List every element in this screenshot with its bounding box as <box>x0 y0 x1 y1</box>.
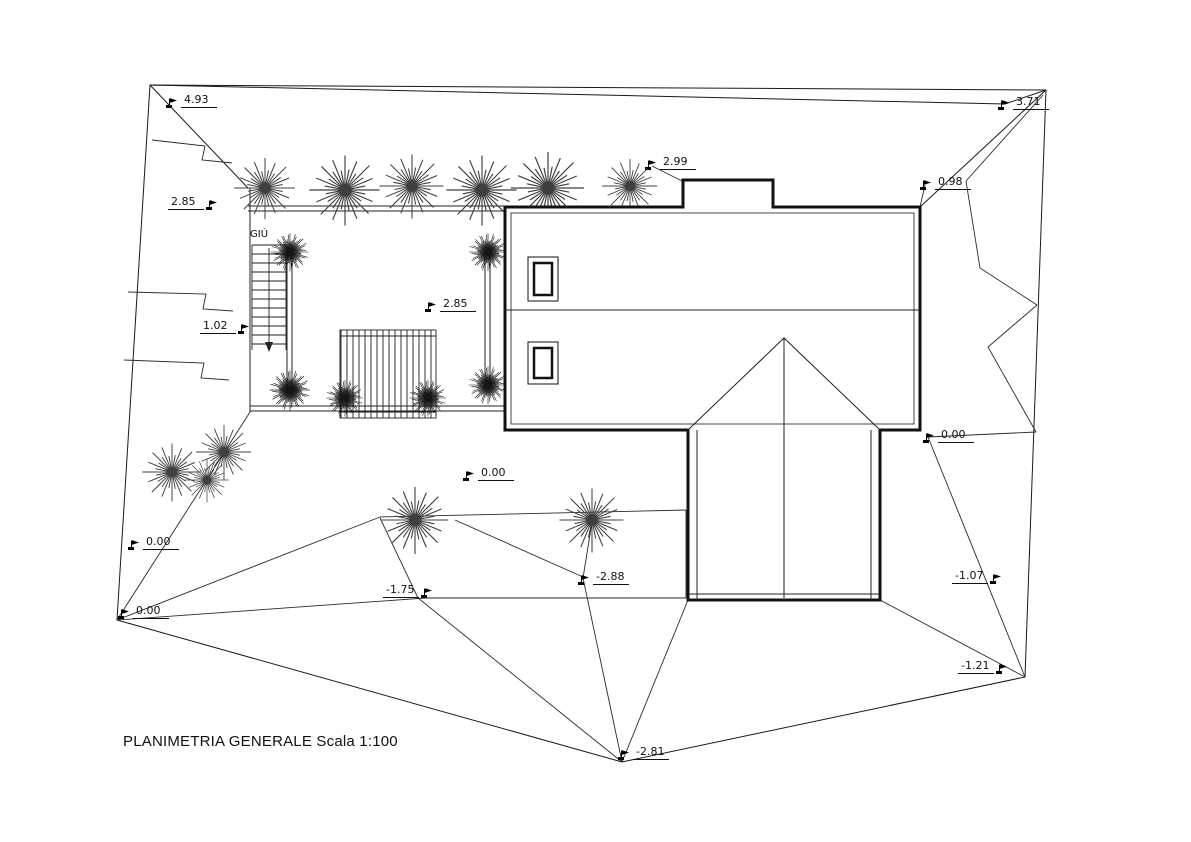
benchmark-flag-icon <box>923 433 934 443</box>
spot-elevation-marker-2: 3.71 <box>998 86 1049 110</box>
benchmark-flag-icon <box>118 609 129 619</box>
benchmark-flag-icon <box>990 574 1001 584</box>
spot-elevation-marker-11: 0.00 <box>118 595 169 619</box>
benchmark-flag-icon <box>578 575 589 585</box>
benchmark-flag-icon <box>238 324 249 334</box>
building-outline <box>503 178 922 602</box>
elevation-value: 2.99 <box>660 155 696 170</box>
terrace-lines <box>116 509 687 621</box>
spot-elevation-marker-10: 0.00 <box>128 526 179 550</box>
benchmark-flag-icon <box>645 160 656 170</box>
stair-run <box>251 244 287 352</box>
benchmark-flag-icon <box>421 588 432 598</box>
benchmark-flag-icon <box>128 540 139 550</box>
benchmark-flag-icon <box>463 471 474 481</box>
elevation-value: 0.00 <box>478 466 514 481</box>
spot-elevation-marker-1: 4.93 <box>166 84 217 108</box>
spot-elevation-marker-16: -2.81 <box>618 736 669 760</box>
spot-elevation-marker-5: 0.98 <box>920 166 971 190</box>
benchmark-flag-icon <box>166 98 177 108</box>
spot-elevation-marker-9: 0.00 <box>463 457 514 481</box>
benchmark-flag-icon <box>998 100 1009 110</box>
pergola-trellis <box>339 329 437 419</box>
spot-elevation-marker-13: -2.88 <box>578 561 629 585</box>
elevation-value: 2.85 <box>168 195 204 210</box>
benchmark-flag-icon <box>206 200 217 210</box>
roof-lines <box>505 309 920 600</box>
drawing-title: PLANIMETRIA GENERALE Scala 1:100 <box>123 733 398 750</box>
benchmark-flag-icon <box>618 750 629 760</box>
elevation-value: 0.98 <box>935 175 971 190</box>
spot-elevation-marker-15: -1.21 <box>958 650 1009 674</box>
stair-direction-label: GIÙ <box>250 229 269 240</box>
spot-elevation-marker-8: 0.00 <box>923 419 974 443</box>
garden-walls <box>248 188 505 412</box>
elevation-value: -1.07 <box>952 569 988 584</box>
elevation-value: -1.75 <box>383 583 419 598</box>
elevation-value: -2.81 <box>633 745 669 760</box>
elevation-value: 0.00 <box>938 428 974 443</box>
benchmark-flag-icon <box>425 302 436 312</box>
elevation-value: -1.21 <box>958 659 994 674</box>
spot-elevation-marker-3: 2.85 <box>168 186 219 210</box>
elevation-value: 0.00 <box>133 604 169 619</box>
skylight-windows <box>527 256 559 385</box>
elevation-value: 4.93 <box>181 93 217 108</box>
spot-elevation-marker-7: 1.02 <box>200 310 251 334</box>
spot-elevation-marker-6: 2.85 <box>425 288 476 312</box>
benchmark-flag-icon <box>996 664 1007 674</box>
spot-elevation-marker-4: 2.99 <box>645 146 696 170</box>
elevation-value: 3.71 <box>1013 95 1049 110</box>
elevation-value: 1.02 <box>200 319 236 334</box>
elevation-value: -2.88 <box>593 570 629 585</box>
spot-elevation-marker-14: -1.07 <box>952 560 1003 584</box>
elevation-value: 2.85 <box>440 297 476 312</box>
benchmark-flag-icon <box>920 180 931 190</box>
elevation-value: 0.00 <box>143 535 179 550</box>
spot-elevation-marker-12: -1.75 <box>383 574 434 598</box>
